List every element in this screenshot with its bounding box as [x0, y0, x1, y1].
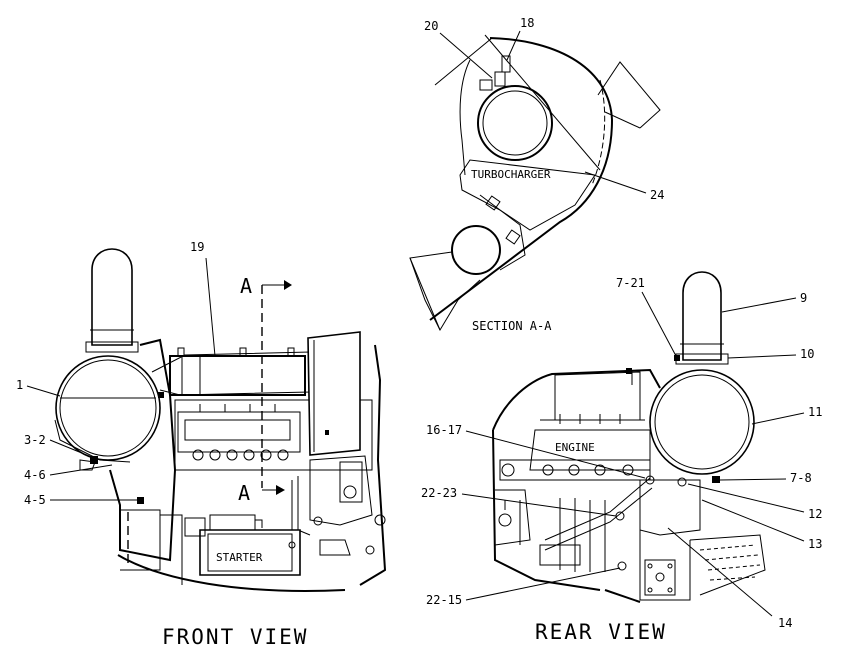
leader-12	[687, 483, 805, 513]
leader-16-17	[465, 430, 646, 479]
leader-13	[701, 499, 805, 542]
rear-view-drawing	[492, 271, 766, 603]
leader-19	[205, 257, 216, 357]
section-a-a-title: SECTION A-A	[472, 319, 552, 333]
callout-18: 18	[520, 16, 534, 30]
leader-22-15	[465, 567, 621, 601]
callout-4-6: 4-6	[24, 468, 46, 482]
leader-7-21	[641, 291, 677, 357]
leader-7-8	[719, 478, 787, 481]
callout-1: 1	[16, 378, 23, 392]
callout-10: 10	[800, 347, 814, 361]
section-marker-lower: A	[238, 481, 250, 505]
callout-4-5: 4-5	[24, 493, 46, 507]
leader-24	[584, 171, 647, 194]
engine-label: ENGINE	[555, 441, 595, 454]
callout-19: 19	[190, 240, 204, 254]
section-arrowhead-upper	[284, 280, 292, 290]
leader-10	[727, 354, 797, 359]
leader-1	[26, 385, 61, 397]
callout-22-15: 22-15	[426, 593, 462, 607]
leader-18	[506, 30, 521, 61]
callout-14: 14	[778, 616, 792, 630]
callout-24: 24	[650, 188, 664, 202]
section-a-a-drawing	[409, 34, 661, 332]
leader-4-6	[49, 464, 113, 476]
front-view-title: FRONT VIEW	[162, 625, 308, 649]
callout-7-8: 7-8	[790, 471, 812, 485]
leader-9	[721, 297, 797, 313]
callout-13: 13	[808, 537, 822, 551]
callout-11: 11	[808, 405, 822, 419]
leader-11	[751, 412, 805, 425]
leader-3-2	[49, 439, 95, 459]
starter-label: STARTER	[216, 551, 263, 564]
front-view-drawing	[54, 248, 387, 592]
section-arrowhead-lower	[276, 485, 285, 495]
turbocharger-label: TURBOCHARGER	[471, 168, 551, 181]
callout-12: 12	[808, 507, 822, 521]
rear-view-title: REAR VIEW	[535, 620, 667, 644]
section-marker-upper: A	[240, 274, 252, 298]
leader-14	[667, 527, 773, 617]
callout-16-17: 16-17	[426, 423, 462, 437]
callout-22-23: 22-23	[421, 486, 457, 500]
callout-9: 9	[800, 291, 807, 305]
leader-22-23	[461, 493, 617, 517]
callout-20: 20	[424, 19, 438, 33]
callout-7-21: 7-21	[616, 276, 645, 290]
leader-20	[439, 32, 493, 79]
callout-3-2: 3-2	[24, 433, 46, 447]
